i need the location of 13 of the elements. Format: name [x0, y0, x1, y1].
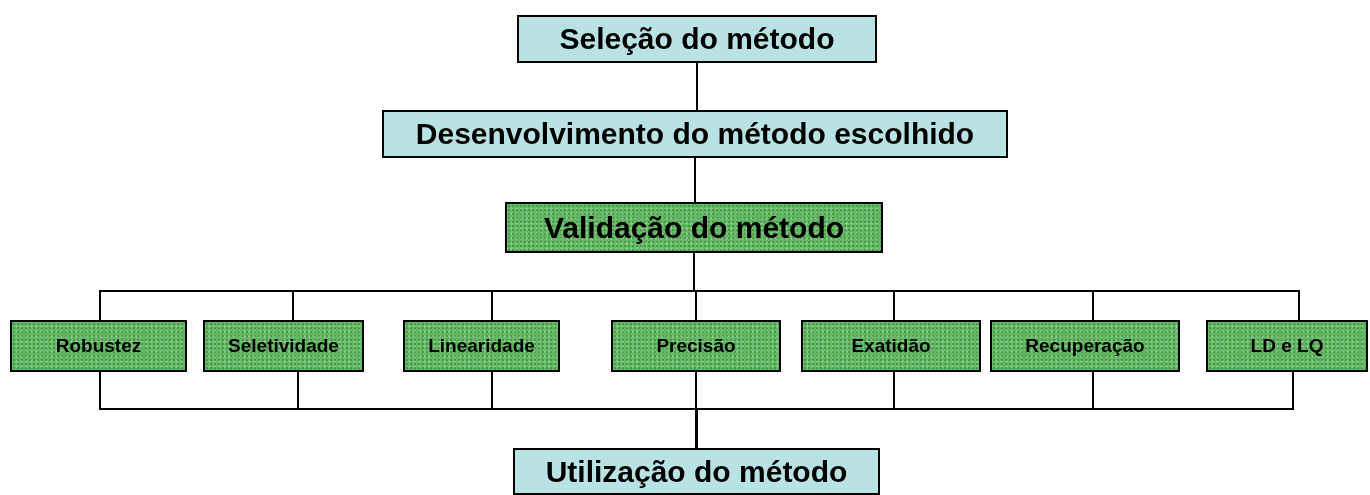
parameter-box: Robustez — [10, 320, 187, 372]
parameter-box: LD e LQ — [1206, 320, 1368, 372]
connector-line — [696, 62, 698, 111]
parameter-box: Precisão — [611, 320, 781, 372]
process-box: Utilização do método — [513, 448, 880, 495]
process-box: Seleção do método — [517, 15, 877, 63]
parameter-box: Seletividade — [203, 320, 364, 372]
process-box: Desenvolvimento do método escolhido — [382, 110, 1008, 158]
connector-line — [694, 157, 696, 203]
parameter-box: Recuperação — [990, 320, 1180, 372]
parameter-box: Linearidade — [403, 320, 560, 372]
parameter-box: Exatidão — [801, 320, 981, 372]
process-box: Validação do método — [505, 202, 883, 253]
